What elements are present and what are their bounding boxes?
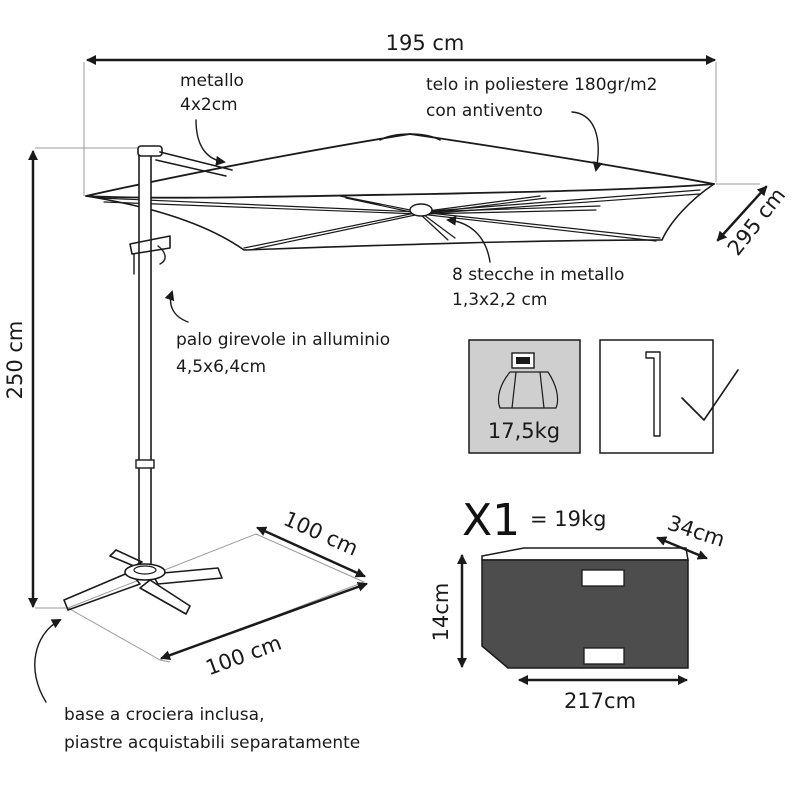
package-height-label: 14cm bbox=[429, 583, 453, 642]
weight-plate-label: 17,5kg bbox=[488, 419, 560, 443]
width-dimension: 195 cm bbox=[83, 31, 717, 196]
fabric-annotation-line1: telo in poliestere 180gr/m2 bbox=[426, 75, 657, 95]
package-info: X1 = 19kg bbox=[462, 495, 606, 546]
fabric-annotation-line2: con antivento bbox=[426, 101, 543, 121]
arm-annotation-line2: 4x2cm bbox=[180, 95, 238, 115]
base-annotation-line2: piastre acquistabili separatamente bbox=[64, 733, 360, 753]
crank-tool-icon bbox=[645, 351, 661, 437]
checkmark-icon bbox=[681, 369, 739, 421]
height-label: 250 cm bbox=[3, 321, 27, 400]
annotation-ribs: 8 stecche in metallo 1,3x2,2 cm bbox=[446, 215, 624, 310]
crank-included-box bbox=[599, 339, 739, 454]
width-label: 195 cm bbox=[386, 31, 465, 55]
package-length-dimension: 217cm bbox=[518, 675, 688, 713]
umbrella-canopy bbox=[85, 133, 715, 251]
pole-annotation-line1: palo girevole in alluminio bbox=[176, 330, 390, 350]
arm-annotation-line1: metallo bbox=[180, 71, 244, 91]
base-dimension-b: 100 cm bbox=[160, 582, 368, 680]
package-length-label: 217cm bbox=[564, 689, 636, 713]
depth-label: 295 cm bbox=[723, 183, 790, 260]
ribs-annotation-line1: 8 stecche in metallo bbox=[452, 265, 624, 285]
package-box bbox=[481, 547, 689, 669]
cross-base bbox=[63, 533, 366, 663]
height-dimension: 250 cm bbox=[3, 147, 145, 609]
package-weight: = 19kg bbox=[530, 507, 606, 531]
annotation-fabric: telo in poliestere 180gr/m2 con antivent… bbox=[426, 75, 657, 172]
depth-dimension: 295 cm bbox=[716, 183, 790, 260]
package-handle-icon bbox=[583, 647, 625, 665]
package-height-dimension: 14cm bbox=[429, 554, 467, 668]
pole-annotation-line2: 4,5x6,4cm bbox=[176, 357, 266, 377]
annotation-pole: palo girevole in alluminio 4,5x6,4cm bbox=[164, 290, 390, 377]
weight-plate-box: 17,5kg bbox=[468, 339, 581, 454]
base-side-a-label: 100 cm bbox=[280, 507, 362, 561]
ribs-annotation-line2: 1,3x2,2 cm bbox=[452, 290, 547, 310]
base-annotation-line1: base a crociera inclusa, bbox=[64, 705, 264, 725]
swivel-pole bbox=[129, 145, 233, 571]
annotation-base: base a crociera inclusa, piastre acquist… bbox=[34, 619, 360, 753]
package-quantity: X1 bbox=[462, 495, 520, 546]
package-handle-icon bbox=[581, 569, 625, 587]
annotation-arm: metallo 4x2cm bbox=[180, 71, 244, 166]
base-dimension-a: 100 cm bbox=[256, 507, 366, 578]
